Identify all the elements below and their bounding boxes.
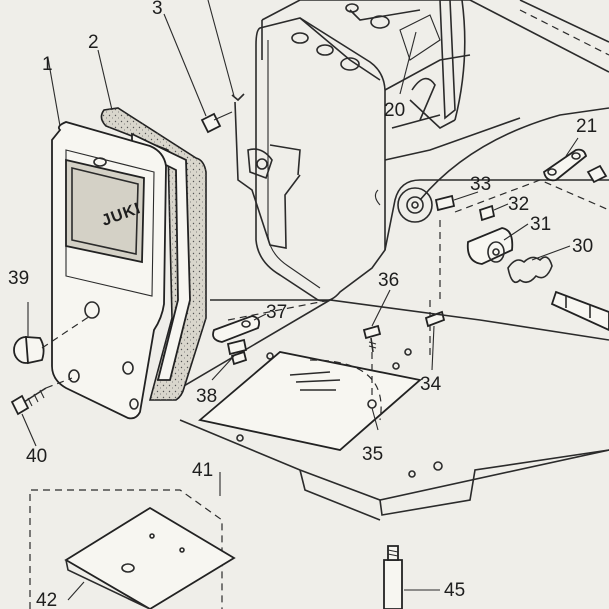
throat-plate: [198, 351, 422, 451]
callout-2: 2: [88, 32, 99, 53]
callout-31: 31: [530, 214, 551, 235]
stud-45: [383, 545, 403, 609]
callout-42: 42: [36, 590, 57, 609]
face-plate-gasket: [100, 107, 207, 401]
dashed-subassembly-boundary: [429, 179, 609, 360]
screw-36: [362, 324, 382, 400]
screw-40: [10, 377, 73, 416]
machine-head: [255, 0, 609, 302]
callout-35: 35: [362, 444, 383, 465]
callout-41: 41: [192, 460, 213, 481]
callout-39: 39: [8, 268, 29, 289]
callout-20: 20: [384, 100, 405, 121]
callout-3: 3: [152, 0, 163, 19]
callout-37: 37: [266, 302, 287, 323]
screw-3: [200, 111, 233, 134]
face-plate-cover: [51, 121, 167, 420]
callout-labels: 1 2 3 20 21 33 32 31 30 36 37 39 38 34 3…: [8, 0, 597, 609]
thread-guide-assembly: [231, 77, 456, 249]
bottom-subassembly: [29, 489, 236, 609]
callout-45: 45: [444, 580, 465, 601]
callout-1: 1: [42, 54, 53, 75]
callout-21: 21: [576, 116, 597, 137]
callout-33: 33: [470, 174, 491, 195]
callout-30: 30: [572, 236, 593, 257]
callout-32: 32: [508, 194, 529, 215]
shaft-parts: [424, 148, 609, 331]
knob-39: [13, 315, 91, 365]
callout-34: 34: [420, 374, 442, 395]
leader-lines: [21, 0, 579, 601]
callout-36: 36: [378, 270, 399, 291]
small-hardware-37-38: [212, 315, 261, 366]
callout-40: 40: [26, 446, 47, 467]
callout-38: 38: [196, 386, 217, 407]
